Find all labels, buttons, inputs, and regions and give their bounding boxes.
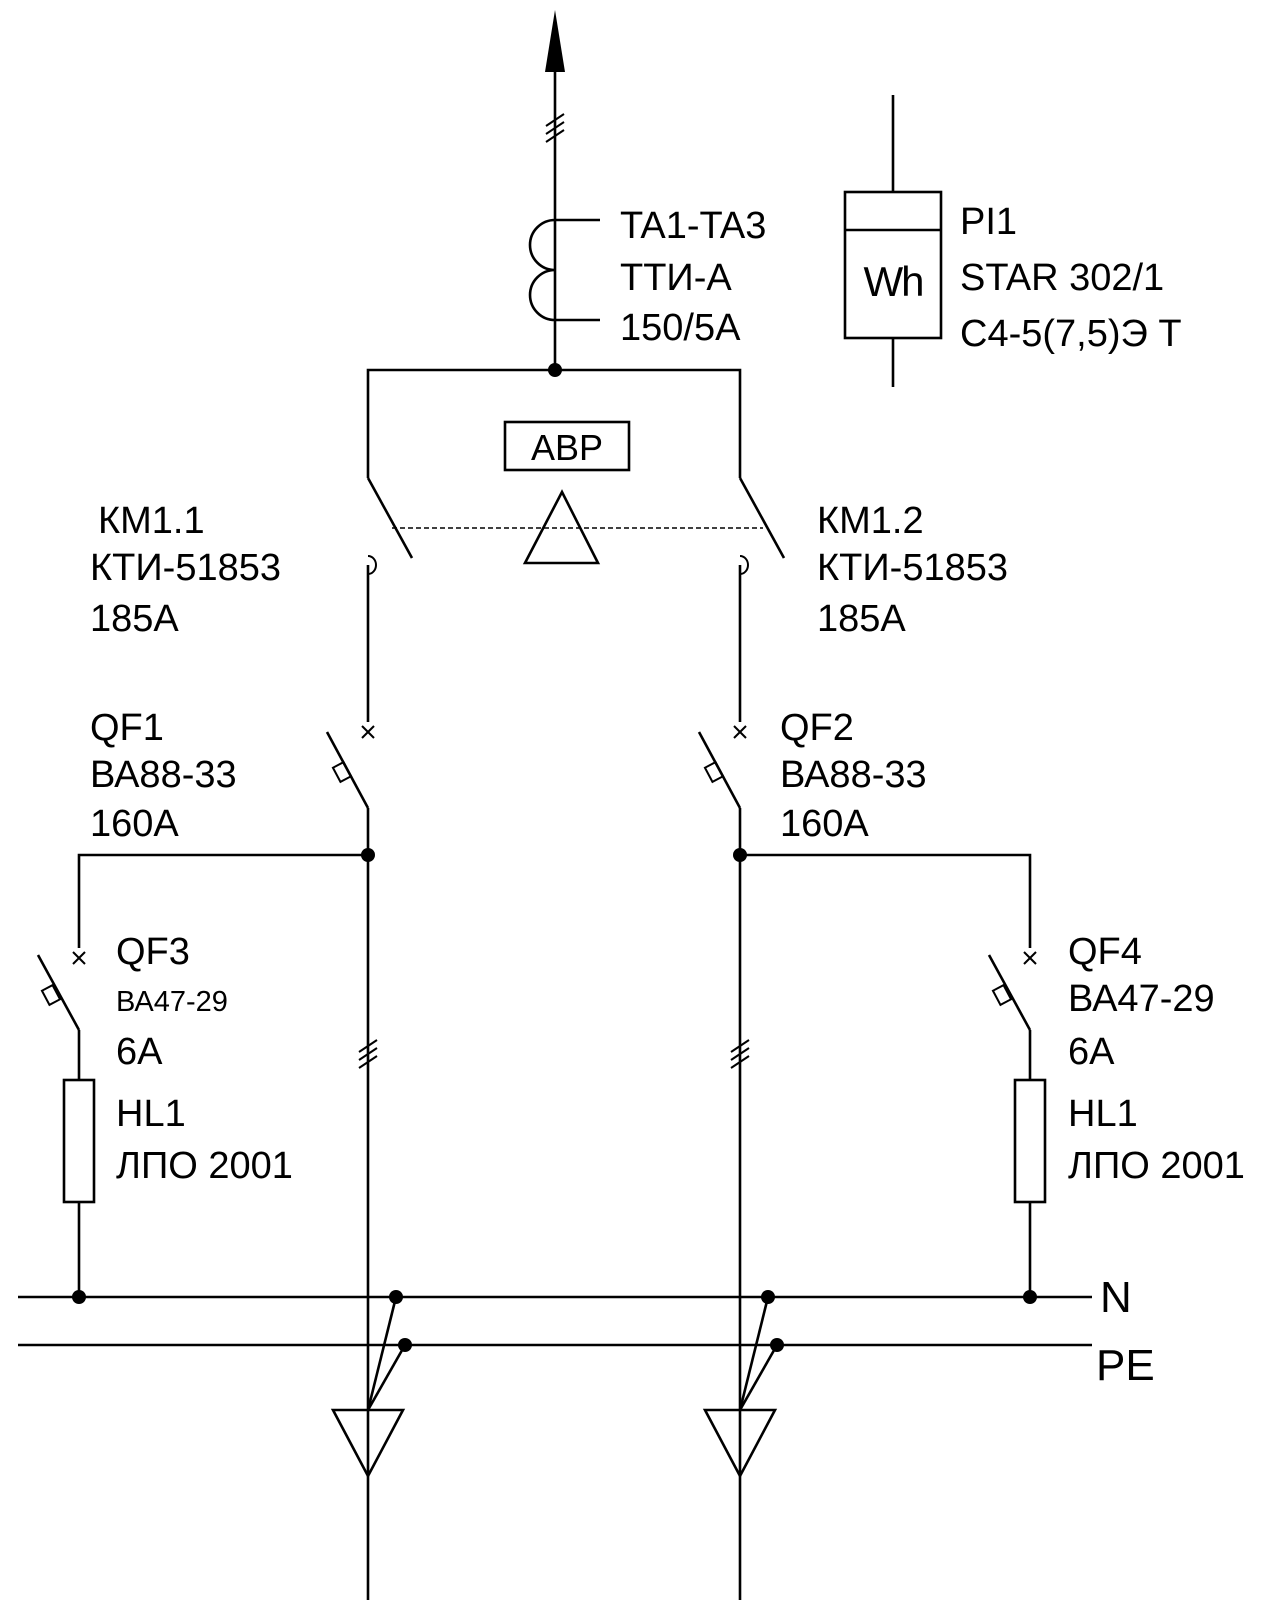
breaker-qf1: QF1 ВА88-33 160А <box>90 565 375 1600</box>
breaker-release-icon <box>40 983 62 1007</box>
qf3-model: ВА47-29 <box>116 986 228 1018</box>
neutral-bus: N <box>18 1273 1132 1322</box>
hl-right-model: ЛПО 2001 <box>1068 1145 1245 1187</box>
three-phase-marker-icon <box>730 1039 750 1069</box>
meter-rating: С4-5(7,5)Э Т <box>960 313 1182 355</box>
meter-ref: PI1 <box>960 201 1017 243</box>
protective-bus-label: PE <box>1096 1341 1155 1390</box>
current-transformer: TA1-TA3 ТТИ-А 150/5А <box>528 205 766 349</box>
contactor-arc-icon <box>739 555 749 575</box>
km2-rating: 185А <box>817 598 906 640</box>
breaker-trip-cross-icon <box>361 725 375 739</box>
cable-termination-triangle-icon <box>330 1408 406 1479</box>
qf3-ref: QF3 <box>116 931 190 973</box>
transformer-coil-icon <box>528 218 600 322</box>
qf3-rating: 6А <box>116 1031 163 1073</box>
qf2-rating: 160А <box>780 803 869 845</box>
km1-ref: КМ1.1 <box>98 500 205 542</box>
contactor-km1-2: КМ1.2 КТИ-51853 185А <box>738 477 1008 640</box>
breaker-release-icon <box>331 760 353 784</box>
energy-meter: Wh PI1 STAR 302/1 С4-5(7,5)Э Т <box>843 95 1182 387</box>
hl-right-ref: HL1 <box>1068 1093 1138 1135</box>
km2-model: КТИ-51853 <box>817 547 1008 589</box>
km1-rating: 185А <box>90 598 179 640</box>
breaker-qf2: QF2 ВА88-33 160А <box>697 565 927 1600</box>
breaker-release-icon <box>991 983 1013 1007</box>
left-lighting-branch: QF3 ВА47-29 6А HL1 ЛПО 2001 <box>36 848 375 1297</box>
meter-model: STAR 302/1 <box>960 257 1164 299</box>
feeder-arrow-icon <box>545 10 565 72</box>
ats-label: АВР <box>531 427 603 468</box>
transformer-ref: TA1-TA3 <box>620 205 766 247</box>
breaker-trip-cross-icon <box>72 951 86 965</box>
breaker-release-icon <box>703 760 725 784</box>
breaker-trip-cross-icon <box>1023 951 1037 965</box>
hl-left-ref: HL1 <box>116 1093 186 1135</box>
outgoing-feeder-left <box>330 1296 407 1479</box>
lamp-hl1-right-icon <box>1013 1078 1047 1204</box>
protective-bus: PE <box>18 1338 1155 1390</box>
qf4-ref: QF4 <box>1068 931 1142 973</box>
neutral-bus-label: N <box>1100 1273 1132 1322</box>
breaker-trip-cross-icon <box>733 725 747 739</box>
top-feeder <box>545 10 565 370</box>
three-phase-marker-icon <box>358 1039 378 1069</box>
qf4-rating: 6А <box>1068 1031 1115 1073</box>
qf4-model: ВА47-29 <box>1068 978 1215 1020</box>
km1-model: КТИ-51853 <box>90 547 281 589</box>
contactor-blade-icon <box>738 477 786 559</box>
ats-box <box>503 420 631 472</box>
hl-left-model: ЛПО 2001 <box>116 1145 293 1187</box>
right-lighting-branch: QF4 ВА47-29 6А HL1 ЛПО 2001 <box>733 848 1245 1297</box>
cable-termination-triangle-icon <box>702 1408 778 1479</box>
breaker-blade-icon <box>987 954 1032 1031</box>
transformer-model: ТТИ-А <box>620 257 732 299</box>
contactor-km1-1: КМ1.1 КТИ-51853 185А <box>90 477 414 640</box>
qf1-ref: QF1 <box>90 707 164 749</box>
transformer-rating: 150/5А <box>620 307 741 349</box>
contactor-blade-icon <box>366 477 414 559</box>
outgoing-feeder-right <box>702 1296 779 1479</box>
three-phase-marker-icon <box>545 113 565 143</box>
qf1-rating: 160А <box>90 803 179 845</box>
ats-unit: АВР <box>392 420 763 565</box>
lamp-hl1-left-icon <box>62 1078 96 1204</box>
km2-ref: КМ1.2 <box>817 500 924 542</box>
top-busbar <box>366 363 742 478</box>
qf2-model: ВА88-33 <box>780 754 927 796</box>
qf1-model: ВА88-33 <box>90 754 237 796</box>
meter-symbol: Wh <box>864 258 923 305</box>
qf2-ref: QF2 <box>780 707 854 749</box>
contactor-arc-icon <box>367 555 377 575</box>
breaker-blade-icon <box>36 954 81 1031</box>
